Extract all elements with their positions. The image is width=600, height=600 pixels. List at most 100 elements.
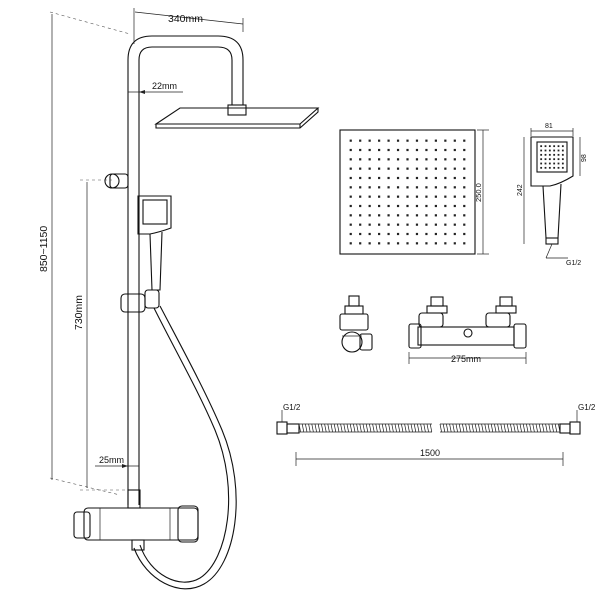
hose-winding — [481, 423, 484, 433]
nozzle-dot — [444, 195, 447, 198]
nozzle-dot — [406, 242, 409, 245]
nozzle-dot — [434, 176, 437, 180]
hose-winding — [372, 423, 375, 433]
nozzle-dot — [434, 186, 437, 189]
hose-winding — [413, 423, 417, 433]
hose-winding — [346, 423, 349, 433]
nozzle-dot — [444, 214, 447, 217]
nozzle-dot — [434, 158, 437, 161]
hose-winding — [311, 423, 314, 433]
nozzle-dot — [387, 176, 390, 180]
hose-winding — [452, 423, 455, 433]
hose-winding — [404, 423, 407, 433]
nozzle-dot — [349, 214, 352, 217]
nozzle-dot — [359, 148, 362, 152]
nozzle-dot — [349, 204, 352, 208]
nozzle-dot — [434, 148, 437, 152]
nozzle-dot — [557, 149, 560, 152]
hose-coil-right — [439, 423, 561, 433]
nozzle-dot — [396, 176, 400, 180]
hose-winding — [378, 423, 381, 433]
nozzle-dot — [434, 232, 437, 236]
nozzle-dot — [561, 153, 564, 156]
hose-winding — [407, 423, 410, 433]
nozzle-dot — [349, 167, 352, 170]
hose-winding — [308, 423, 311, 433]
nozzle-dot — [359, 186, 362, 189]
nozzle-dot — [368, 158, 371, 161]
hose-view: G1/2 G1/2 1500 — [276, 403, 596, 466]
hose-winding — [471, 423, 474, 433]
nozzle-dot — [349, 176, 352, 180]
nozzle-dot — [557, 166, 560, 169]
valve-front-view: 275mm — [408, 296, 527, 364]
nozzle-dot — [544, 145, 547, 148]
nozzle-dot — [349, 158, 352, 161]
hose-winding — [375, 423, 378, 433]
hose-winding — [333, 423, 337, 433]
hose-winding — [510, 423, 513, 433]
hose-winding — [401, 423, 404, 433]
nozzle-dot — [444, 176, 447, 180]
nozzle-dot — [378, 232, 381, 236]
hose-winding — [359, 423, 362, 433]
nozzle-dot — [368, 232, 371, 236]
nozzle-dot — [359, 167, 362, 170]
nozzle-dot — [463, 232, 466, 236]
hose-winding — [458, 423, 462, 433]
nozzle-dot — [444, 148, 447, 152]
nozzle-dot — [544, 158, 547, 161]
nozzle-dot — [349, 148, 352, 152]
hand-width-label: 81 — [545, 123, 553, 130]
nozzle-dot — [425, 148, 428, 152]
nozzle-dot — [415, 158, 419, 161]
hose-thread-left-label: G1/2 — [283, 403, 301, 412]
hose-winding — [468, 423, 471, 433]
nozzle-dot — [434, 204, 437, 208]
nozzle-dot — [406, 186, 409, 189]
nozzle-dot — [425, 223, 428, 226]
nozzle-dot — [561, 149, 564, 152]
hose-winding — [532, 423, 535, 433]
hose-winding — [538, 423, 542, 433]
hose-winding — [529, 423, 532, 433]
hose-winding — [522, 423, 526, 433]
dim-pipe-bottom: 25mm — [95, 455, 139, 468]
hose-winding — [365, 423, 369, 433]
nozzle-dot — [387, 195, 390, 198]
hose-winding — [314, 423, 317, 433]
nozzle-dot — [425, 158, 428, 161]
nozzle-dot — [425, 195, 428, 198]
nozzle-dot — [463, 148, 466, 152]
nozzle-dot — [425, 176, 428, 180]
hose-winding — [343, 423, 346, 433]
hose-winding — [327, 423, 330, 433]
nozzle-dot — [553, 149, 556, 152]
hose-winding — [519, 423, 522, 433]
nozzle-dot — [378, 139, 381, 142]
nozzle-dot — [463, 167, 466, 170]
nozzle-dot — [453, 204, 456, 208]
nozzle-dot — [359, 232, 362, 236]
hose-winding — [465, 423, 468, 433]
nozzle-dot — [415, 195, 419, 198]
nozzle-dot — [378, 204, 381, 208]
nozzle-dot — [368, 167, 371, 170]
hose-winding — [497, 423, 500, 433]
nozzle-dot — [415, 176, 419, 180]
pipe-top-label: 22mm — [152, 81, 177, 91]
hose-winding — [353, 423, 356, 433]
pipe-bottom-label: 25mm — [99, 455, 124, 465]
nozzle-dot — [540, 166, 543, 169]
nozzle-dot — [378, 242, 381, 245]
nozzle-dot — [444, 232, 447, 236]
nozzle-dot — [553, 162, 556, 165]
hose-winding — [324, 423, 327, 433]
hand-head-height-label: 98 — [581, 154, 588, 162]
hose-winding — [317, 423, 321, 433]
nozzle-dot — [359, 176, 362, 180]
nozzle-dot — [548, 145, 551, 148]
nozzle-dot — [544, 149, 547, 152]
nozzle-dot — [444, 139, 447, 142]
nozzle-dot — [540, 149, 543, 152]
